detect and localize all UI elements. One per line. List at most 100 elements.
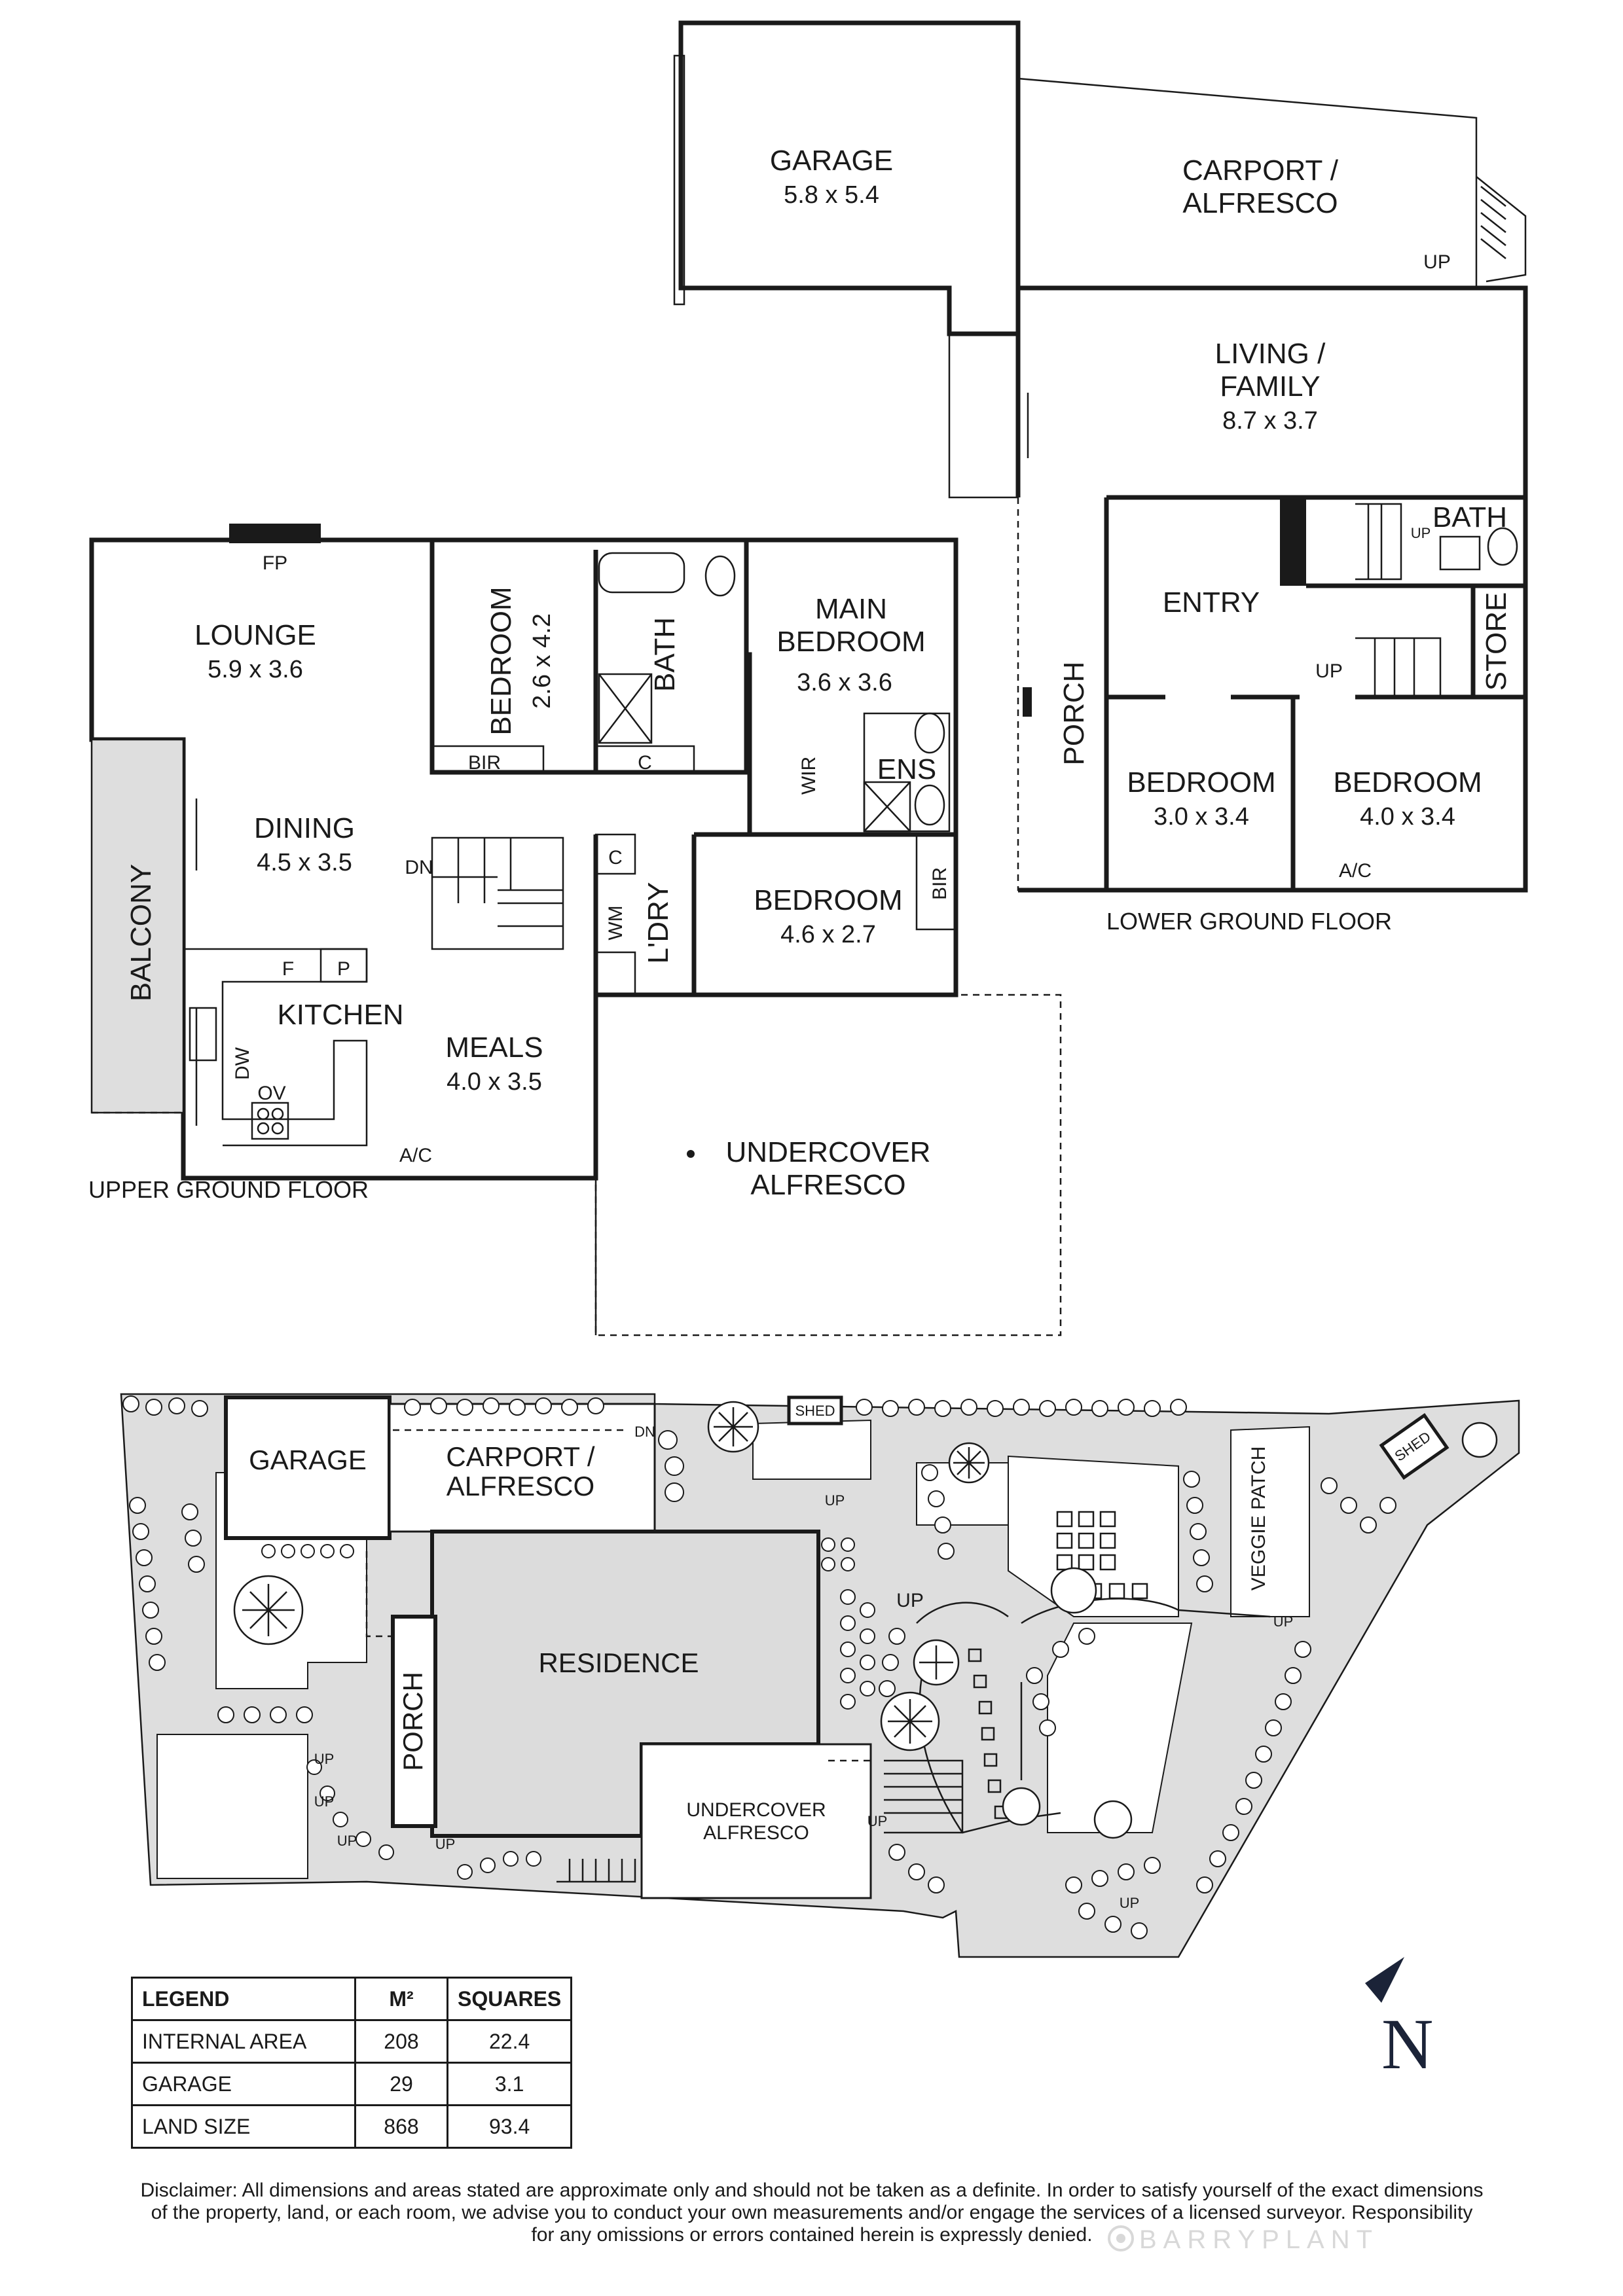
dining-label: DINING [254, 812, 355, 844]
table-row: INTERNAL AREA 208 22.4 [131, 2019, 573, 2064]
ac-label: A/C [399, 1145, 432, 1166]
legend-header-squares: SQUARES [446, 1977, 573, 2021]
cupboard-2-label: C [608, 847, 623, 869]
main-bedroom-dim: 3.6 x 3.6 [797, 669, 892, 696]
lower-ac-label: A/C [1339, 860, 1372, 882]
site-up-label-2: UP [896, 1590, 924, 1611]
barryplant-logo-icon [1108, 2225, 1134, 2251]
bedroom-lg2-label: BEDROOM [1333, 766, 1482, 798]
site-shed-label: SHED [795, 1403, 835, 1419]
site-up-label-4: UP [314, 1751, 335, 1767]
bedroom-lg1-dim: 3.0 x 3.4 [1154, 803, 1249, 831]
site-undercover-label: UNDERCOVER [686, 1799, 826, 1821]
legend-row-label: LAND SIZE [131, 2104, 356, 2149]
main-bedroom-label-2: BEDROOM [776, 626, 925, 658]
site-up-label-1: UP [825, 1492, 845, 1509]
pantry-label: P [337, 958, 350, 980]
undercover-alfresco-label: UNDERCOVER [726, 1136, 931, 1168]
ensuite-label: ENS [877, 753, 936, 785]
bedroom-lg1-label: BEDROOM [1127, 766, 1275, 798]
site-up-label-9: UP [1120, 1895, 1140, 1911]
bath-label: BATH [649, 617, 681, 692]
living-dim: 8.7 x 3.7 [1222, 407, 1318, 435]
legend-header-m2: M² [354, 1977, 448, 2021]
entry-label: ENTRY [1163, 586, 1260, 619]
oven-label: OV [257, 1083, 285, 1104]
site-dn-label: DN [634, 1424, 655, 1440]
watermark-text: BARRYPLANT [1139, 2225, 1379, 2254]
site-up-label-8: UP [867, 1813, 888, 1829]
store-label: STORE [1480, 592, 1512, 691]
table-row: LAND SIZE 868 93.4 [131, 2104, 573, 2149]
upper-ground-floor [89, 524, 1062, 1336]
lower-ground-floor [673, 20, 1528, 893]
bir-label: BIR [468, 752, 501, 774]
balcony [90, 738, 185, 1114]
undercover-alfresco-label-2: ALFRESCO [750, 1169, 905, 1201]
legend-row-m2: 868 [354, 2104, 448, 2149]
garage-dim: 5.8 x 5.4 [784, 181, 879, 209]
porch-label: PORCH [1058, 662, 1090, 766]
bedroom-2-dim: 2.6 x 4.2 [528, 613, 556, 709]
disclaimer-line-1: Disclaimer: All dimensions and areas sta… [140, 2179, 1484, 2201]
legend-row-label: GARAGE [131, 2062, 356, 2106]
legend-row-squares: 3.1 [446, 2062, 573, 2106]
lower-up-label: UP [1411, 525, 1431, 541]
washing-machine-label: WM [605, 905, 627, 940]
site-garage [224, 1395, 392, 1540]
down-stairs-label: DN [405, 857, 433, 878]
veggie-boxes [1056, 1511, 1148, 1600]
site-residence-label: RESIDENCE [538, 1647, 699, 1678]
legend-row-m2: 29 [354, 2062, 448, 2106]
wir-label: WIR [798, 757, 820, 795]
site-plan [120, 1393, 1520, 1958]
site-garage-label: GARAGE [249, 1444, 367, 1475]
meals-dim: 4.0 x 3.5 [447, 1068, 542, 1096]
legend-row-squares: 22.4 [446, 2019, 573, 2064]
bedroom-lg2-dim: 4.0 x 3.4 [1360, 803, 1455, 831]
site-up-label-5: UP [314, 1793, 335, 1810]
living-label: LIVING / [1215, 338, 1326, 370]
entry-up-label: UP [1315, 660, 1343, 682]
disclaimer: Disclaimer: All dimensions and areas sta… [59, 2179, 1565, 2246]
site-carport-label: CARPORT / [446, 1441, 594, 1472]
dishwasher-label: DW [232, 1047, 253, 1080]
bedroom-4-label: BEDROOM [754, 884, 902, 916]
bushes [122, 1395, 1396, 1939]
disclaimer-line-2: of the property, land, or each room, we … [151, 2202, 1473, 2223]
legend-row-squares: 93.4 [446, 2104, 573, 2149]
legend-table: LEGEND M² SQUARES INTERNAL AREA 208 22.4… [131, 1977, 573, 2149]
cupboard-label: C [638, 752, 652, 774]
laundry-label: L'DRY [642, 882, 674, 964]
bedroom-2-label: BEDROOM [485, 586, 517, 735]
veggie-patch-label: VEGGIE PATCH [1248, 1446, 1269, 1591]
site-up-label-3: UP [1273, 1613, 1294, 1630]
fridge-label: F [282, 958, 294, 980]
lounge-label: LOUNGE [194, 619, 316, 651]
site-porch-label: PORCH [397, 1672, 428, 1771]
site-up-label-6: UP [337, 1833, 357, 1849]
site-carport-label-2: ALFRESCO [447, 1471, 594, 1501]
main-bedroom-label: MAIN [815, 593, 887, 625]
up-stairs-label: UP [1423, 251, 1451, 273]
lounge-dim: 5.9 x 3.6 [208, 656, 303, 683]
kitchen-label: KITCHEN [277, 999, 403, 1031]
legend-header-row: LEGEND M² SQUARES [131, 1977, 573, 2021]
lower-bath-label: BATH [1432, 501, 1507, 533]
carport-label-2: ALFRESCO [1182, 187, 1338, 219]
lower-ground-floor-title: LOWER GROUND FLOOR [1106, 908, 1392, 935]
table-row: GARAGE 29 3.1 [131, 2062, 573, 2106]
carport-label: CARPORT / [1182, 154, 1339, 187]
stepping-stones [968, 1648, 1008, 1820]
legend-row-label: INTERNAL AREA [131, 2019, 356, 2064]
bedroom-4-dim: 4.6 x 2.7 [780, 921, 876, 948]
trees [233, 1401, 1498, 1839]
legend-header-name: LEGEND [131, 1977, 356, 2021]
disclaimer-line-3: for any omissions or errors contained he… [531, 2224, 1093, 2246]
dining-dim: 4.5 x 3.5 [257, 849, 352, 876]
balcony-label: BALCONY [125, 864, 157, 1001]
fireplace-label: FP [263, 552, 287, 574]
bir-2-label: BIR [929, 867, 951, 900]
site-undercover-label-2: ALFRESCO [703, 1822, 809, 1844]
